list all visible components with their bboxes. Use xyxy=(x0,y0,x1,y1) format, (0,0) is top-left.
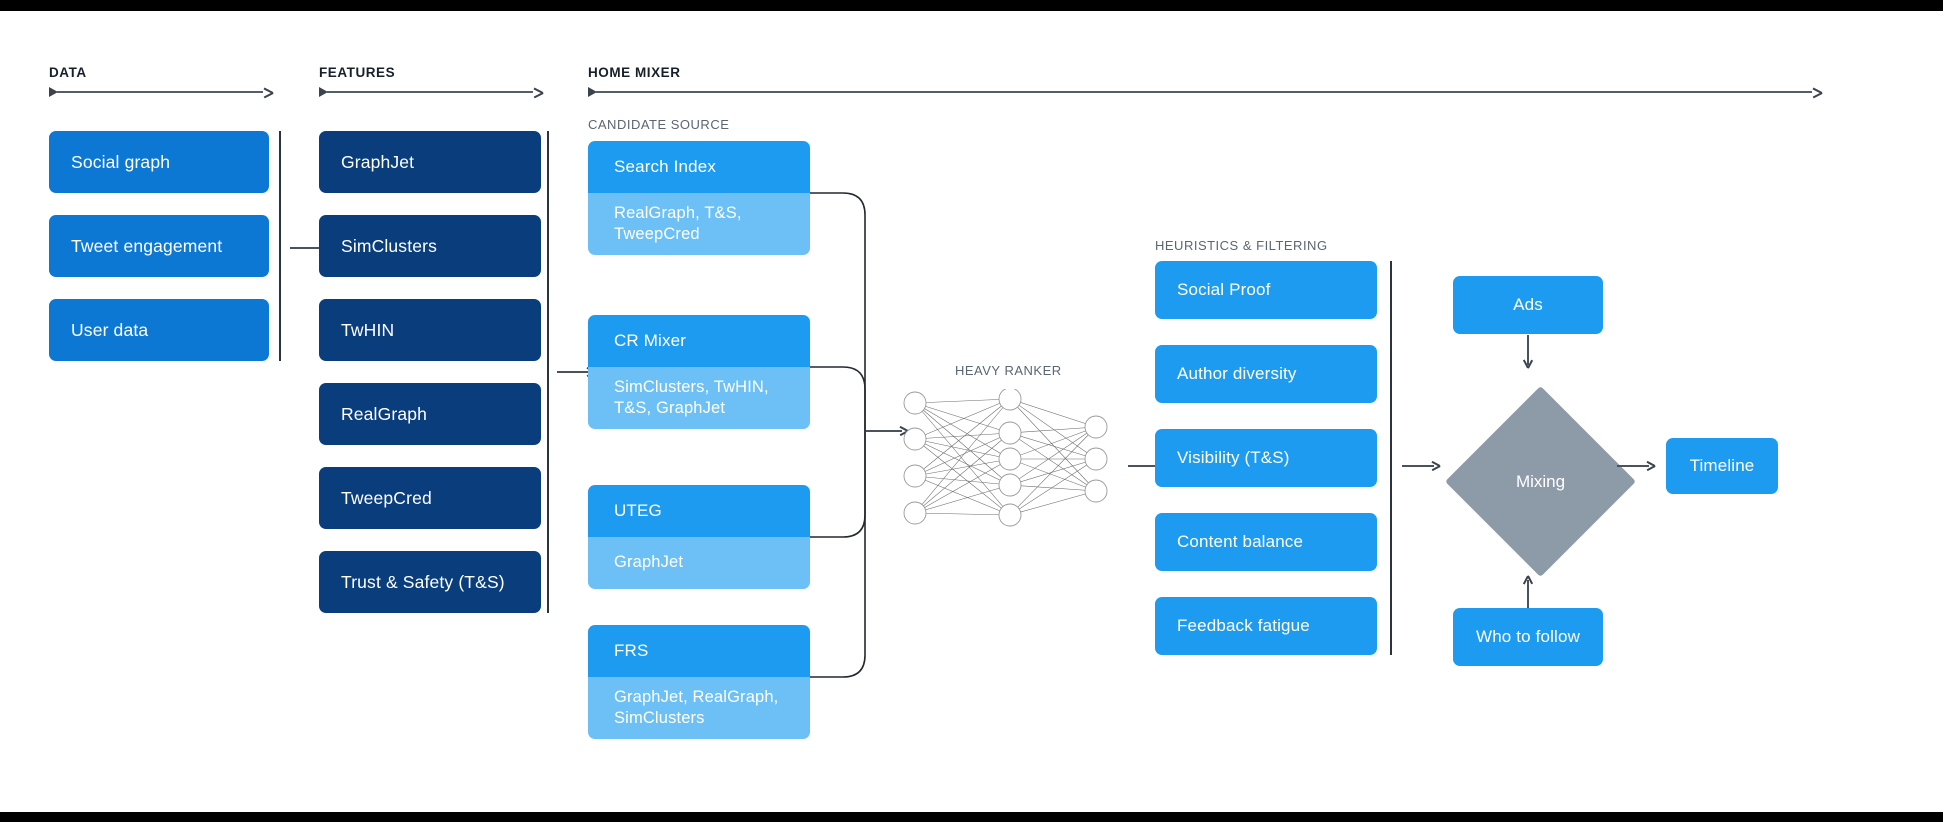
feature-card-trust-safety[interactable]: Trust & Safety (T&S) xyxy=(319,551,541,613)
section-title-heavy-ranker: HEAVY RANKER xyxy=(955,363,1062,378)
heuristic-card-label: Social Proof xyxy=(1177,280,1271,299)
feature-card-twhin[interactable]: TwHIN xyxy=(319,299,541,361)
heuristic-card-label: Author diversity xyxy=(1177,364,1297,383)
section-title-features: FEATURES xyxy=(319,65,396,80)
who-to-follow-label: Who to follow xyxy=(1476,627,1580,646)
diagram-stage: DATA Social graph Tweet engagement User … xyxy=(0,11,1947,812)
data-card-label: Tweet engagement xyxy=(71,235,223,256)
arrow-mixing-to-timeline xyxy=(1617,460,1657,472)
section-title-home-mixer: HOME MIXER xyxy=(588,65,681,80)
arrow-features-to-candidates xyxy=(557,366,597,378)
candidate-merge-connectors xyxy=(810,192,866,678)
section-title-heuristics: HEURISTICS & FILTERING xyxy=(1155,238,1328,253)
data-card-label: Social graph xyxy=(71,151,171,172)
candidate-source-features: RealGraph, T&S, TweepCred xyxy=(588,193,810,255)
heuristic-card-social-proof[interactable]: Social Proof xyxy=(1155,261,1377,319)
arrow-ranker-to-heuristics xyxy=(1128,460,1168,472)
divider-data-features xyxy=(279,131,281,361)
section-title-candidate-source: CANDIDATE SOURCE xyxy=(588,117,730,132)
candidate-source-features: SimClusters, TwHIN, T&S, GraphJet xyxy=(588,367,810,429)
candidate-source-features: GraphJet xyxy=(588,537,810,589)
heuristic-card-visibility[interactable]: Visibility (T&S) xyxy=(1155,429,1377,487)
heuristic-card-label: Visibility (T&S) xyxy=(1177,448,1290,467)
feature-card-label: TwHIN xyxy=(341,319,395,340)
data-card-tweet-engagement[interactable]: Tweet engagement xyxy=(49,215,269,277)
heuristic-card-label: Feedback fatigue xyxy=(1177,616,1310,635)
ads-card[interactable]: Ads xyxy=(1453,276,1603,334)
data-card-label: User data xyxy=(71,319,149,340)
candidate-source-name: Search Index xyxy=(588,141,810,193)
who-to-follow-card[interactable]: Who to follow xyxy=(1453,608,1603,666)
feature-card-simclusters[interactable]: SimClusters xyxy=(319,215,541,277)
heuristic-card-content-balance[interactable]: Content balance xyxy=(1155,513,1377,571)
feature-card-label: Trust & Safety (T&S) xyxy=(341,571,505,592)
arrow-data-to-features xyxy=(290,242,330,254)
candidate-source-name: FRS xyxy=(588,625,810,677)
feature-card-label: RealGraph xyxy=(341,403,427,424)
letterbox-bottom xyxy=(0,812,1943,822)
arrow-whotofollow-to-mixing xyxy=(1522,576,1534,610)
heuristic-card-label: Content balance xyxy=(1177,532,1304,551)
timeline-card[interactable]: Timeline xyxy=(1666,438,1778,494)
data-card-social-graph[interactable]: Social graph xyxy=(49,131,269,193)
timeline-label: Timeline xyxy=(1689,456,1755,475)
candidate-source-name: UTEG xyxy=(588,485,810,537)
ads-label: Ads xyxy=(1513,295,1543,314)
arrow-heuristics-to-mixing xyxy=(1402,460,1442,472)
feature-card-label: GraphJet xyxy=(341,151,415,172)
data-card-user-data[interactable]: User data xyxy=(49,299,269,361)
feature-card-graphjet[interactable]: GraphJet xyxy=(319,131,541,193)
candidate-source-features: GraphJet, RealGraph, SimClusters xyxy=(588,677,810,739)
axis-arrow-features xyxy=(319,87,544,97)
arrow-candidates-to-ranker xyxy=(866,425,910,437)
heuristic-card-author-diversity[interactable]: Author diversity xyxy=(1155,345,1377,403)
axis-arrow-data xyxy=(49,87,274,97)
axis-arrow-home-mixer xyxy=(588,87,1823,97)
feature-card-label: SimClusters xyxy=(341,235,437,256)
divider-heuristics-mixing xyxy=(1390,261,1392,655)
arrow-ads-to-mixing xyxy=(1522,335,1534,369)
heavy-ranker-network xyxy=(903,389,1108,527)
feature-card-label: TweepCred xyxy=(341,487,432,508)
mixing-label: Mixing xyxy=(1515,471,1566,491)
feature-card-tweepcred[interactable]: TweepCred xyxy=(319,467,541,529)
section-title-data: DATA xyxy=(49,65,87,80)
feature-card-realgraph[interactable]: RealGraph xyxy=(319,383,541,445)
letterbox-top xyxy=(0,0,1943,11)
candidate-source-name: CR Mixer xyxy=(588,315,810,367)
heuristic-card-feedback-fatigue[interactable]: Feedback fatigue xyxy=(1155,597,1377,655)
divider-features-homemixer xyxy=(547,131,549,613)
